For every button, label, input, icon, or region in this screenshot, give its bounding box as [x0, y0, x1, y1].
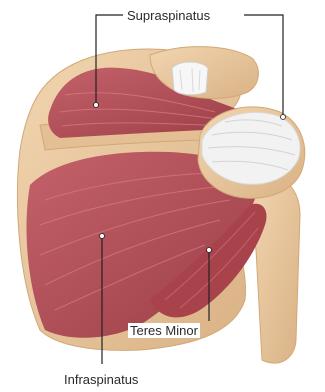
rotator-cuff-tendon	[202, 112, 300, 184]
coracoid-process	[172, 62, 208, 95]
teres-minor-marker-dot	[207, 248, 212, 253]
supraspinatus-label: Supraspinatus	[125, 8, 212, 23]
infraspinatus-marker-dot	[100, 234, 105, 239]
supraspinatus-marker-dot	[94, 103, 99, 108]
humerus-bone	[252, 170, 300, 363]
infraspinatus-label: Infraspinatus	[62, 372, 140, 387]
supraspinatus-tendon-marker-dot	[281, 115, 286, 120]
teres-minor-label: Teres Minor	[128, 323, 200, 338]
